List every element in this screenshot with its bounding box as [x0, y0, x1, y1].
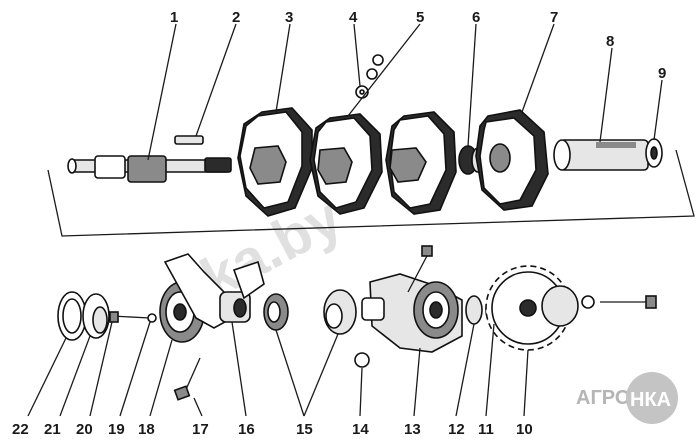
upper-base-plane	[47, 149, 695, 237]
callout-4: 4	[349, 9, 358, 26]
logo: АГРО НКА	[576, 372, 678, 424]
callout-13: 13	[404, 421, 421, 438]
callout-22: 22	[12, 421, 29, 438]
part-2-key	[174, 135, 204, 145]
part-19-washer	[147, 313, 157, 323]
part-14-nut	[354, 352, 370, 368]
callout-18: 18	[138, 421, 155, 438]
part-20-bolt	[109, 311, 151, 323]
logo-badge	[626, 372, 678, 424]
part-5-disc	[309, 113, 383, 215]
part-4-fasteners	[355, 54, 384, 99]
part-16-bracket	[163, 253, 265, 329]
part-7-disc	[475, 109, 549, 211]
upper-assembly	[47, 54, 695, 237]
part-21-cap	[82, 293, 110, 339]
callout-8: 8	[606, 33, 614, 50]
part-17-bolt	[173, 357, 201, 401]
callout-3: 3	[285, 9, 293, 26]
part-1-shaft	[67, 155, 232, 183]
leader-lines	[27, 23, 663, 417]
part-13-housing	[361, 245, 463, 353]
part-9-ring	[645, 138, 663, 168]
part-10-end-bolt	[581, 295, 657, 309]
callout-7: 7	[550, 9, 558, 26]
callout-21: 21	[44, 421, 61, 438]
callout-9: 9	[658, 65, 666, 82]
callout-numbers: 1 2 3 4 5 6 7 8 9 10 11 12 13 14 15 16 1…	[12, 9, 666, 438]
callout-19: 19	[108, 421, 125, 438]
logo-right-text: НКА	[630, 389, 671, 411]
part-8-sleeve	[553, 139, 649, 171]
callout-2: 2	[232, 9, 240, 26]
callout-16: 16	[238, 421, 255, 438]
callout-10: 10	[516, 421, 533, 438]
callout-20: 20	[76, 421, 93, 438]
part-6-disc	[385, 111, 457, 215]
callout-1: 1	[170, 9, 178, 26]
lower-assembly	[57, 245, 657, 401]
part-22-ring	[57, 291, 87, 341]
part-15-bushings	[263, 289, 357, 335]
callout-15: 15	[296, 421, 313, 438]
part-10-sprocket	[485, 265, 579, 351]
callout-14: 14	[352, 421, 369, 438]
logo-left-text: АГРО	[576, 387, 630, 409]
callout-5: 5	[416, 9, 424, 26]
part-3-disc	[237, 107, 313, 217]
callout-6: 6	[472, 9, 480, 26]
callout-17: 17	[192, 421, 209, 438]
callout-12: 12	[448, 421, 465, 438]
callout-11: 11	[478, 421, 494, 438]
part-12-bushing	[465, 295, 483, 325]
